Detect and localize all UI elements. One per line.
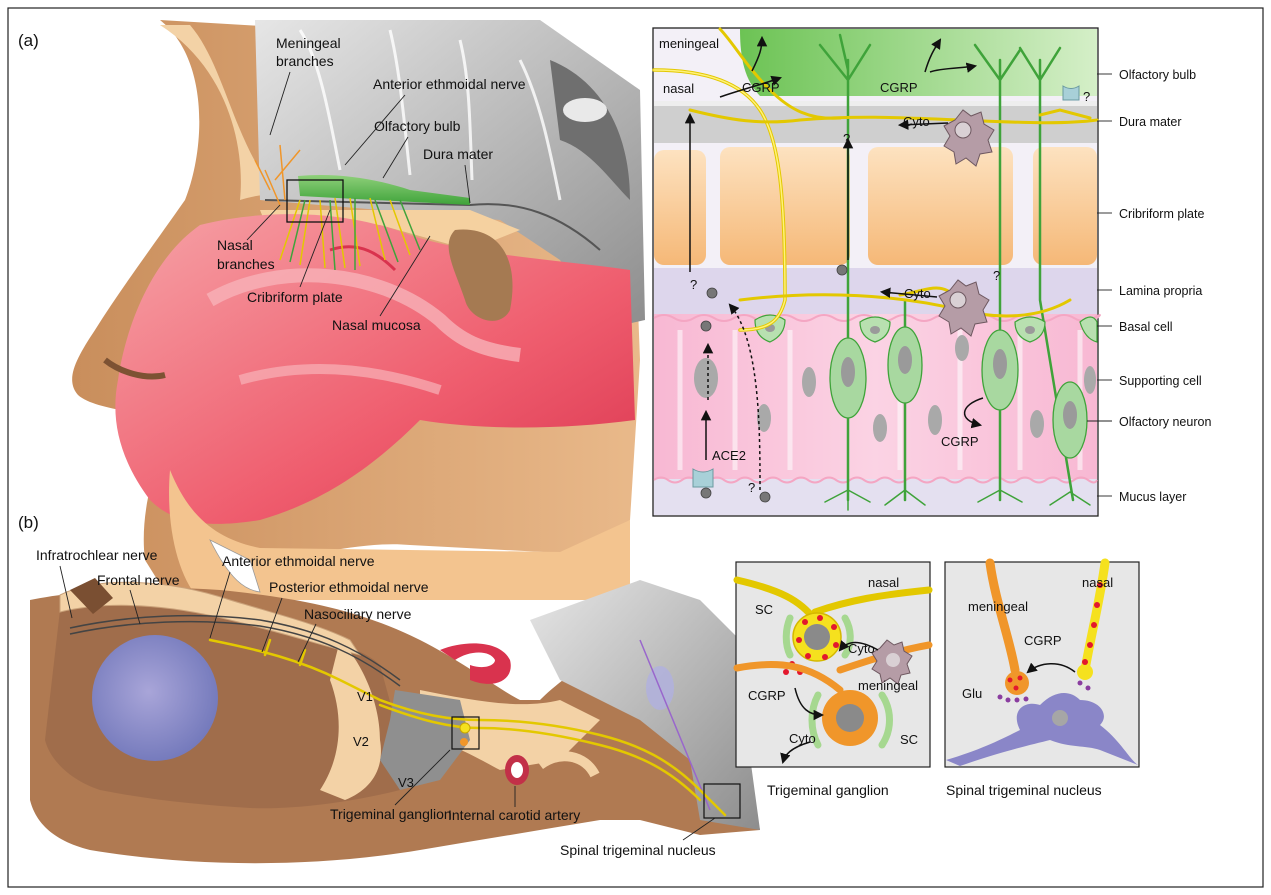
detail-q2: ? [843, 131, 850, 146]
inset-stn-nasal: nasal [1082, 575, 1113, 590]
inset-stn-meningeal: meningeal [968, 599, 1028, 614]
label-v1: V1 [357, 689, 373, 704]
label-spinal-trigeminal-b: Spinal trigeminal nucleus [560, 842, 716, 858]
label-v2: V2 [353, 734, 369, 749]
label-nasociliary: Nasociliary nerve [304, 606, 412, 622]
layer-label-lamina-propria: Lamina propria [1119, 284, 1202, 298]
detail-nasal: nasal [663, 81, 694, 96]
label-trigeminal-ganglion-b: Trigeminal ganglion [330, 806, 452, 822]
inset-tg-cgrp: CGRP [748, 688, 786, 703]
detail-q4: ? [993, 268, 1000, 283]
layer-label-cribriform-plate: Cribriform plate [1119, 207, 1204, 221]
layer-label-supporting-cell: Supporting cell [1119, 374, 1202, 388]
detail-q3: ? [690, 277, 697, 292]
detail-cyto-2: Cyto [904, 286, 931, 301]
eyeball [92, 635, 218, 761]
cribriform-block-3 [868, 147, 1013, 265]
inset-tg-caption: Trigeminal ganglion [767, 782, 889, 798]
inset-tg-meningeal: meningeal [858, 678, 918, 693]
detail-cgrp-3: CGRP [941, 434, 979, 449]
detail-cyto-1: Cyto [903, 114, 930, 129]
label-dura-mater-head: Dura mater [423, 146, 493, 162]
olfactory-detail-panel: meningeal nasal CGRP CGRP Cyto Cyto CGRP… [653, 28, 1100, 516]
inset-stn-caption: Spinal trigeminal nucleus [946, 782, 1102, 798]
olfactory-bulb-band [740, 29, 1097, 96]
inset-tg-cyto-2: Cyto [789, 731, 816, 746]
detail-q5: ? [748, 480, 755, 495]
label-frontal: Frontal nerve [97, 572, 180, 588]
layer-label-olfactory-neuron: Olfactory neuron [1119, 415, 1211, 429]
inset-tg-sc-1: SC [755, 602, 773, 617]
inset-spinal-trigeminal: nasal meningeal CGRP Glu Spinal trigemin… [945, 562, 1139, 798]
label-posterior-ethmoidal: Posterior ethmoidal nerve [269, 579, 429, 595]
layer-label-dura-mater: Dura mater [1119, 115, 1182, 129]
mucus-band [654, 479, 1097, 515]
panel-a-letter: (a) [18, 31, 39, 50]
layer-label-mucus-layer: Mucus layer [1119, 490, 1186, 504]
label-infratrochlear: Infratrochlear nerve [36, 547, 158, 563]
label-olfactory-bulb-head: Olfactory bulb [374, 118, 461, 134]
label-v3: V3 [398, 775, 414, 790]
cribriform-block-1 [654, 150, 706, 265]
label-nasal-branches-2: branches [217, 256, 275, 272]
layer-label-basal-cell: Basal cell [1119, 320, 1173, 334]
label-anterior-ethmoidal-b: Anterior ethmoidal nerve [222, 553, 375, 569]
label-cribriform-head: Cribriform plate [247, 289, 343, 305]
detail-q1: ? [1083, 89, 1090, 104]
inset-tg-cyto-1: Cyto [848, 641, 875, 656]
panel-b-letter: (b) [18, 513, 39, 532]
inset-tg-nasal: nasal [868, 575, 899, 590]
inset-stn-glu: Glu [962, 686, 982, 701]
label-internal-carotid: Internal carotid artery [448, 807, 580, 823]
inset-stn-cgrp: CGRP [1024, 633, 1062, 648]
label-meningeal-branches-2: branches [276, 53, 334, 69]
label-nasal-mucosa: Nasal mucosa [332, 317, 421, 333]
detail-ace2: ACE2 [712, 448, 746, 463]
detail-cgrp-2: CGRP [880, 80, 918, 95]
detail-cgrp-1: CGRP [742, 80, 780, 95]
label-anterior-ethmoidal-head: Anterior ethmoidal nerve [373, 76, 526, 92]
label-meningeal-branches-1: Meningeal [276, 35, 341, 51]
lamina-propria-band [654, 268, 1097, 316]
layer-label-olfactory-bulb: Olfactory bulb [1119, 68, 1196, 82]
inset-tg-sc-2: SC [900, 732, 918, 747]
detail-meningeal: meningeal [659, 36, 719, 51]
inset-trigeminal-ganglion: nasal SC Cyto meningeal CGRP Cyto SC Tri… [736, 562, 930, 798]
cribriform-block-4 [1033, 147, 1097, 265]
